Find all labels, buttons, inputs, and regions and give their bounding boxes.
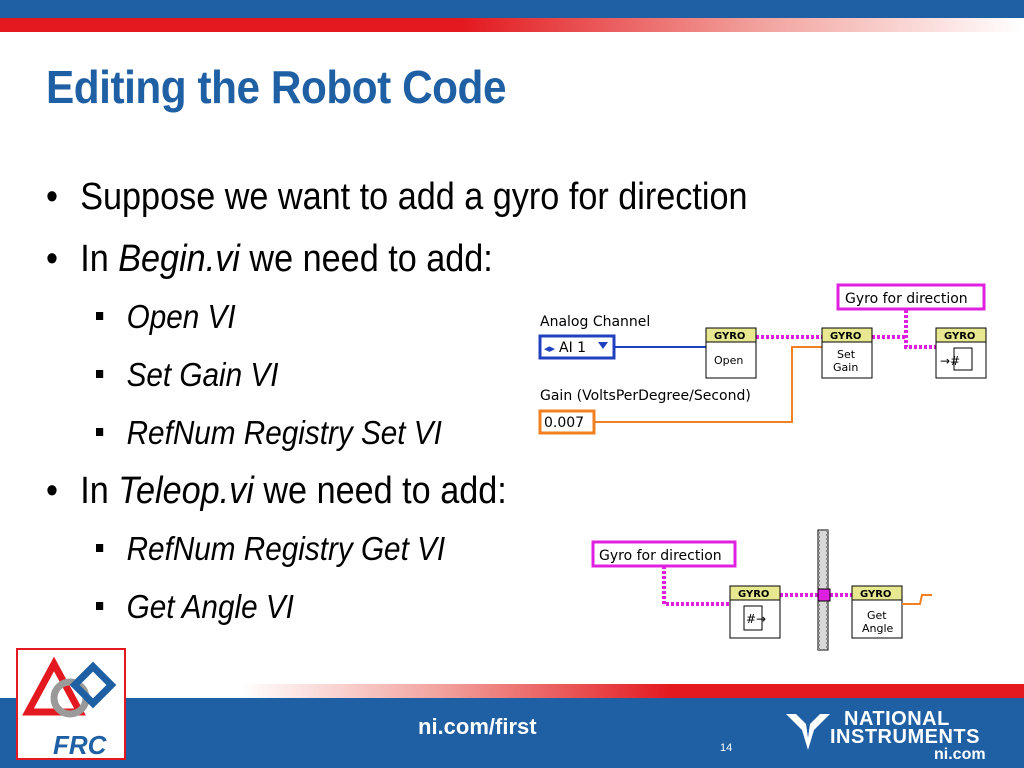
refnum-name-label-box [591, 540, 737, 568]
analog-channel-label: Analog Channel [540, 314, 650, 330]
list-item-open-vi: Open VI [96, 298, 236, 336]
list-item-get-angle-vi: Get Angle VI [96, 588, 294, 626]
vi-header-bar [705, 327, 757, 343]
teleop-vi-block-diagram: Gyro for direction GYRO #→ GYRO Get Angl… [591, 529, 932, 651]
footer-url: ni.com/first [418, 714, 537, 739]
square-bullet [96, 370, 104, 379]
square-bullet [96, 312, 104, 321]
square-bullet [96, 428, 104, 437]
gain-control[interactable] [538, 409, 596, 435]
begin-vi-name: Begin.vi [118, 238, 240, 280]
get-angle-vi-label-1: Get [867, 609, 887, 622]
list-item-set-gain-vi: Set Gain VI [96, 356, 278, 394]
square-bullet [96, 602, 104, 611]
first-logo-icon [22, 656, 117, 718]
dropdown-arrow-icon[interactable] [598, 342, 608, 349]
get-angle-vi-label-2: Angle [862, 622, 894, 635]
frc-logo-text: FRC [53, 730, 107, 760]
vi-header-bar [729, 585, 781, 601]
set-gain-vi-label-1: Set [837, 348, 856, 361]
refnum-get-glyph: #→ [746, 612, 766, 626]
numeric-wire [902, 594, 932, 605]
refnum-set-icon [953, 347, 973, 371]
bullet-teleop-vi: •In Teleop.vi we need to add: [46, 470, 507, 512]
sequence-tunnel [817, 588, 831, 602]
bottom-red-band [240, 684, 1024, 698]
top-blue-band [0, 0, 1024, 18]
teleop-vi-name: Teleop.vi [118, 470, 254, 512]
bullet-gyro-direction: •Suppose we want to add a gyro for direc… [46, 176, 748, 218]
refnum-name-label: Gyro for direction [845, 291, 968, 307]
gain-value: 0.007 [544, 415, 584, 431]
set-gain-vi-label-2: Gain [833, 361, 858, 374]
numeric-wire [594, 346, 822, 423]
begin-vi-block-diagram: Gyro for direction Analog Channel ◂▸ AI … [538, 283, 987, 435]
vi-header-bar [851, 585, 903, 601]
open-vi-label: Open [714, 354, 743, 367]
top-red-band [0, 18, 1024, 32]
slide-title: Editing the Robot Code [46, 61, 507, 113]
square-bullet [96, 544, 104, 553]
list-item-refnum-get-vi: RefNum Registry Get VI [96, 530, 445, 568]
refnum-set-glyph: →# [940, 354, 960, 368]
ni-logo-line2: INSTRUMENTS [830, 726, 980, 748]
bullet-dot: • [46, 470, 58, 512]
refnum-name-label-box [836, 283, 986, 311]
svg-text:GYRO: GYRO [860, 589, 891, 600]
vi-header-bar [935, 327, 987, 343]
bullet-dot: • [46, 176, 58, 218]
vi-header-bar [821, 327, 873, 343]
frc-logo: FRC [16, 648, 126, 760]
refnum-wire [904, 310, 936, 349]
gain-label: Gain (VoltsPerDegree/Second) [540, 388, 751, 404]
bullet-begin-vi: •In Begin.vi we need to add: [46, 238, 493, 280]
svg-text:GYRO: GYRO [830, 331, 861, 342]
enum-arrows-icon: ◂▸ [544, 342, 556, 355]
analog-channel-value: AI 1 [559, 340, 586, 356]
bullet-dot: • [46, 238, 58, 280]
list-item-refnum-set-vi: RefNum Registry Set VI [96, 414, 442, 452]
refnum-wire [662, 566, 730, 606]
svg-text:GYRO: GYRO [738, 589, 769, 600]
ni-eagle-icon [786, 714, 830, 750]
bottom-blue-band [0, 698, 1024, 768]
svg-text:GYRO: GYRO [944, 331, 975, 342]
ni-logo-line1: NATIONAL [844, 708, 950, 730]
page-number: 14 [720, 742, 733, 754]
refnum-get-icon [743, 605, 763, 631]
refnum-name-label: Gyro for direction [599, 548, 722, 564]
svg-text:GYRO: GYRO [714, 331, 745, 342]
ni-logo-line3: ni.com [934, 746, 986, 763]
national-instruments-logo: NATIONAL INSTRUMENTS ni.com [784, 704, 1020, 764]
